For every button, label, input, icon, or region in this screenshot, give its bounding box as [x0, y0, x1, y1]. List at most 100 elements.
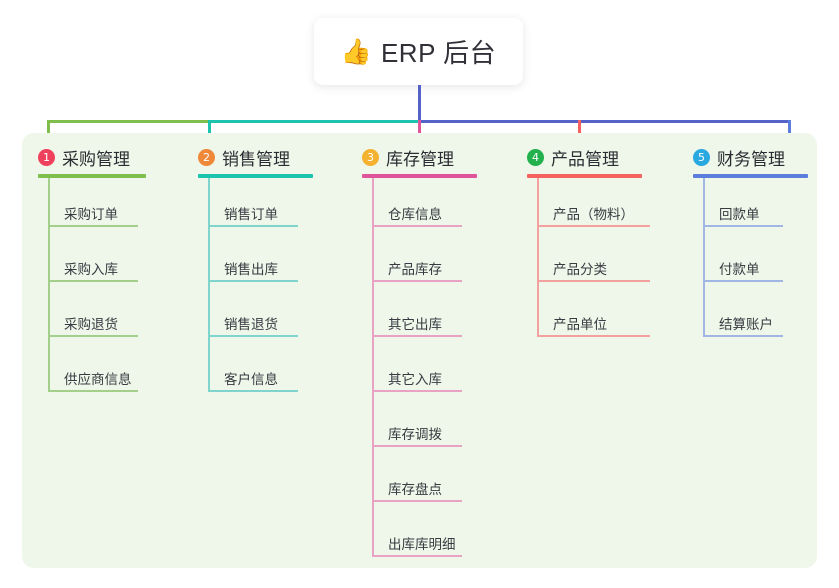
leaf-node[interactable]: 销售出库	[198, 233, 313, 288]
leaf-label: 仓库信息	[388, 207, 442, 222]
leaf-underline	[703, 225, 783, 227]
branch-spine-5	[703, 178, 705, 337]
leaf-label: 库存调拨	[388, 427, 442, 442]
branch-badge-2: 2	[198, 148, 215, 166]
leaf-label: 出库库明细	[388, 537, 456, 552]
leaf-label: 结算账户	[719, 317, 773, 332]
leaf-node[interactable]: 销售退货	[198, 288, 313, 343]
branch-spine-4	[537, 178, 539, 337]
leaf-node[interactable]: 库存调拨	[362, 398, 477, 453]
leaf-label: 销售退货	[224, 317, 278, 332]
bus-segment-3	[418, 120, 790, 123]
root-stem-line	[418, 85, 421, 121]
branch-leaf-list-3: 仓库信息产品库存其它出库其它入库库存调拨库存盘点出库库明细	[362, 178, 477, 563]
branch-underline-3	[362, 174, 477, 178]
leaf-node[interactable]: 产品分类	[527, 233, 650, 288]
leaf-underline	[703, 280, 783, 282]
leaf-label: 库存盘点	[388, 482, 442, 497]
leaf-node[interactable]: 采购退货	[38, 288, 146, 343]
branch-badge-1: 1	[38, 148, 55, 166]
leaf-underline	[208, 280, 298, 282]
branch-spine-2	[208, 178, 210, 392]
leaf-node[interactable]: 采购入库	[38, 233, 146, 288]
leaf-underline	[208, 390, 298, 392]
leaf-label: 产品分类	[553, 262, 607, 277]
leaf-underline	[48, 335, 138, 337]
leaf-node[interactable]: 库存盘点	[362, 453, 477, 508]
leaf-node[interactable]: 其它入库	[362, 343, 477, 398]
leaf-label: 其它入库	[388, 372, 442, 387]
leaf-node[interactable]: 回款单	[693, 178, 808, 233]
leaf-label: 其它出库	[388, 317, 442, 332]
root-node-card[interactable]: 👍 ERP 后台	[314, 18, 523, 85]
branch-leaf-list-2: 销售订单销售出库销售退货客户信息	[198, 178, 313, 398]
branch-spine-1	[48, 178, 50, 392]
branch-column-2: 2 销售管理销售订单销售出库销售退货客户信息	[198, 145, 313, 398]
branch-title-1: 采购管理	[62, 149, 130, 169]
leaf-label: 产品（物料）	[553, 207, 634, 222]
branch-column-4: 4 产品管理产品（物料） 产品分类产品单位	[527, 145, 650, 343]
leaf-node[interactable]: 产品单位	[527, 288, 650, 343]
branch-header-4[interactable]: 4 产品管理	[527, 145, 642, 169]
thumbs-up-icon: 👍	[340, 37, 372, 66]
bus-segment-1	[47, 120, 210, 123]
leaf-underline	[537, 335, 650, 337]
branch-spine-3	[372, 178, 374, 557]
branch-title-5: 财务管理	[717, 149, 785, 169]
branch-underline-4	[527, 174, 642, 178]
leaf-node[interactable]: 付款单	[693, 233, 808, 288]
branch-header-2[interactable]: 2 销售管理	[198, 145, 313, 169]
leaf-label: 客户信息	[224, 372, 278, 387]
branch-badge-4: 4	[527, 148, 544, 166]
branch-panel	[22, 133, 817, 568]
branch-title-2: 销售管理	[222, 149, 290, 169]
leaf-underline	[208, 225, 298, 227]
leaf-node[interactable]: 销售订单	[198, 178, 313, 233]
leaf-node[interactable]: 仓库信息	[362, 178, 477, 233]
branch-column-5: 5 财务管理回款单付款单结算账户	[693, 145, 808, 343]
leaf-underline	[208, 335, 298, 337]
leaf-underline	[48, 225, 138, 227]
branch-title-4: 产品管理	[551, 149, 619, 169]
leaf-underline	[48, 280, 138, 282]
leaf-underline	[372, 390, 462, 392]
branch-underline-2	[198, 174, 313, 178]
root-node-content: 👍 ERP 后台	[341, 33, 496, 70]
leaf-label: 回款单	[719, 207, 760, 222]
leaf-label: 产品单位	[553, 317, 607, 332]
leaf-label: 销售订单	[224, 207, 278, 222]
leaf-node[interactable]: 其它出库	[362, 288, 477, 343]
leaf-node[interactable]: 供应商信息	[38, 343, 146, 398]
branch-header-5[interactable]: 5 财务管理	[693, 145, 808, 169]
leaf-node[interactable]: 采购订单	[38, 178, 146, 233]
leaf-underline	[537, 225, 650, 227]
leaf-node[interactable]: 产品（物料）	[527, 178, 650, 233]
leaf-underline	[372, 280, 462, 282]
leaf-underline	[372, 500, 462, 502]
root-node-title: ERP 后台	[380, 38, 497, 68]
leaf-node[interactable]: 结算账户	[693, 288, 808, 343]
leaf-underline	[537, 280, 650, 282]
branch-header-1[interactable]: 1 采购管理	[38, 145, 146, 169]
leaf-node[interactable]: 客户信息	[198, 343, 313, 398]
leaf-node[interactable]: 产品库存	[362, 233, 477, 288]
leaf-underline	[372, 225, 462, 227]
branch-leaf-list-5: 回款单付款单结算账户	[693, 178, 808, 343]
branch-leaf-list-1: 采购订单采购入库采购退货供应商信息	[38, 178, 146, 398]
bus-segment-2	[208, 120, 420, 123]
leaf-underline	[703, 335, 783, 337]
branch-badge-5: 5	[693, 148, 710, 166]
leaf-label: 供应商信息	[64, 372, 132, 387]
leaf-label: 采购退货	[64, 317, 118, 332]
leaf-label: 销售出库	[224, 262, 278, 277]
leaf-underline	[372, 335, 462, 337]
branch-leaf-list-4: 产品（物料） 产品分类产品单位	[527, 178, 650, 343]
leaf-underline	[48, 390, 138, 392]
leaf-node[interactable]: 出库库明细	[362, 508, 477, 563]
leaf-label: 采购订单	[64, 207, 118, 222]
branch-underline-1	[38, 174, 146, 178]
leaf-underline	[372, 445, 462, 447]
